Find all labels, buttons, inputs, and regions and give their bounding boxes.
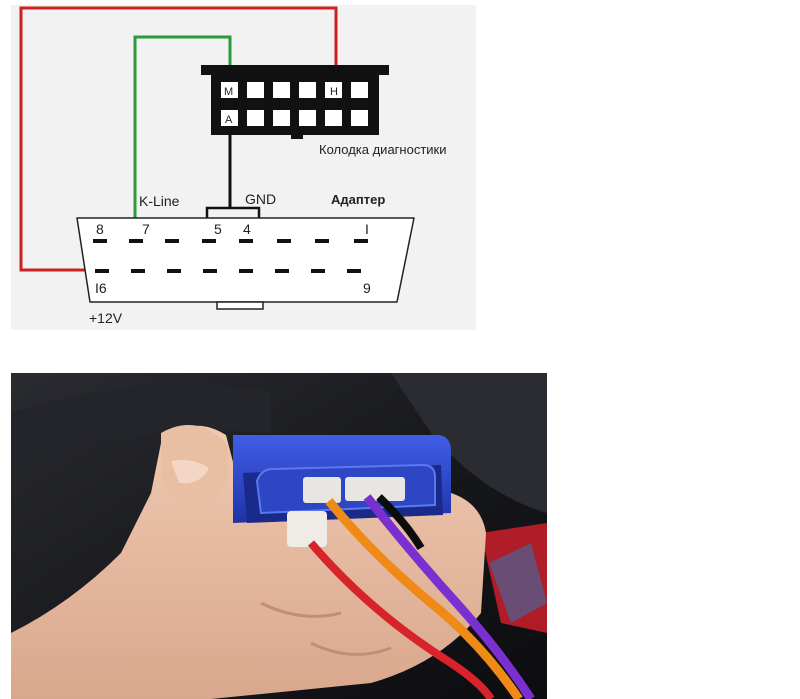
adapter-photo <box>11 373 547 699</box>
photo-canvas <box>11 373 547 699</box>
wiring-diagram: M H A Колодка диагностики <box>11 5 476 330</box>
diagram-canvas: M H A Колодка диагностики <box>19 6 447 326</box>
diagnostic-block: M H A <box>201 65 389 139</box>
adapter-pin-4: 4 <box>243 221 251 237</box>
block-pin-a: A <box>225 114 233 126</box>
diagnostic-block-label: Колодка диагностики <box>319 142 447 157</box>
purple-wire <box>363 494 535 699</box>
block-pin-h: H <box>330 86 338 98</box>
adapter-pin-16: I6 <box>95 280 107 296</box>
hand <box>11 425 486 699</box>
adapter-pin-1: I <box>365 221 369 237</box>
adapter-tab <box>216 301 264 310</box>
power-label: +12V <box>89 310 123 326</box>
red-photo-wire <box>307 540 495 699</box>
black-photo-wire <box>376 494 425 551</box>
obd-adapter <box>233 435 451 547</box>
gnd-label: GND <box>245 191 276 207</box>
adapter-outline <box>76 217 415 303</box>
adapter-pin-8: 8 <box>96 221 104 237</box>
green-wire <box>133 35 232 240</box>
adapter-pin-5: 5 <box>214 221 222 237</box>
adapter-pin-9: 9 <box>363 280 371 296</box>
block-pin-m: M <box>224 86 233 98</box>
orange-wire <box>325 498 523 699</box>
red-wire <box>19 6 338 272</box>
adapter-pin-7: 7 <box>142 221 150 237</box>
kline-label: K-Line <box>139 193 180 209</box>
adapter-label: Адаптер <box>331 192 385 207</box>
